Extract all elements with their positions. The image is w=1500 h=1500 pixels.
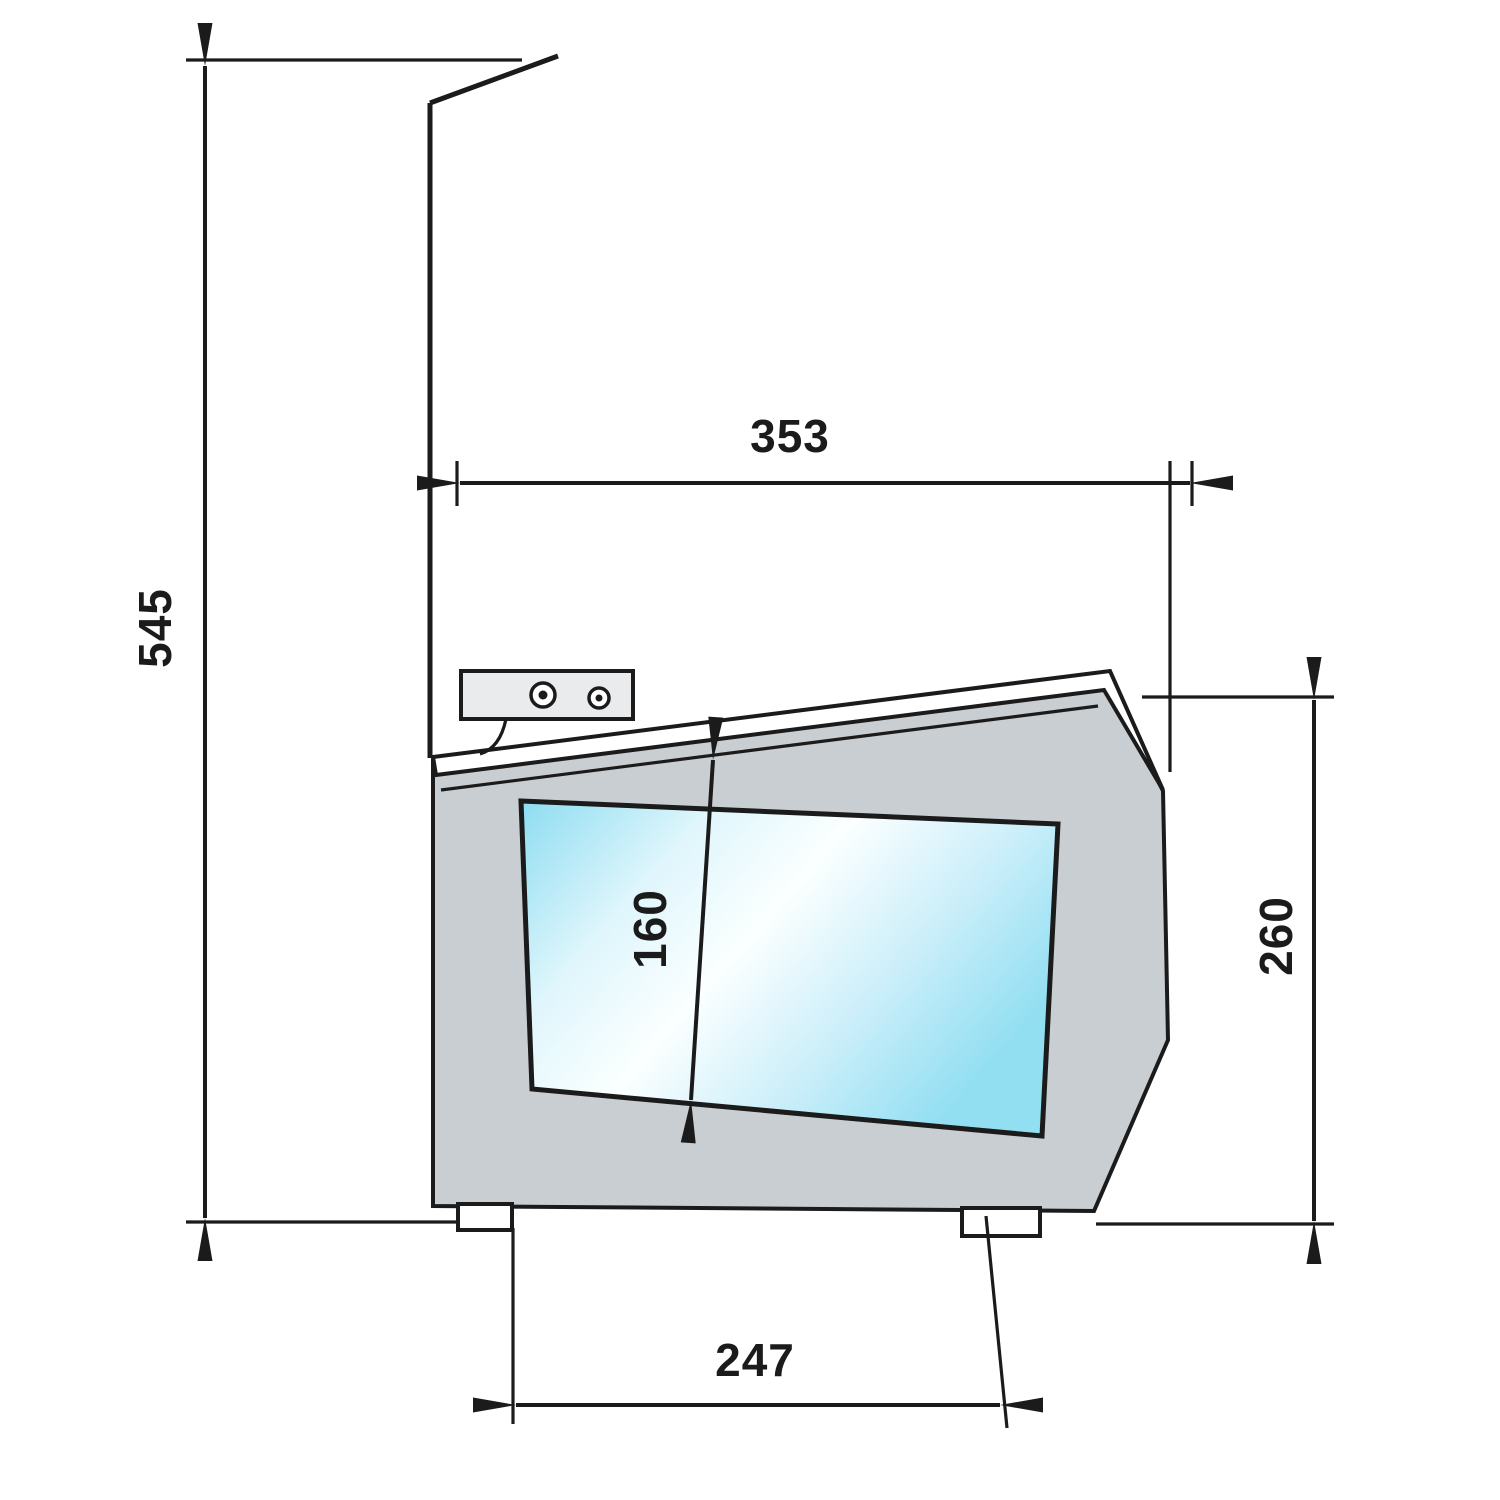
display-case bbox=[427, 53, 1171, 1238]
dimension-label-top-width: 353 bbox=[750, 410, 830, 462]
dimension-line-inner-height bbox=[680, 716, 724, 1144]
dimension-base-width: 247 bbox=[473, 1215, 1043, 1429]
lid-frame-line bbox=[440, 704, 1099, 792]
glass-tip-line bbox=[429, 53, 559, 106]
control-panel bbox=[459, 669, 635, 756]
dimension-label-front-height: 260 bbox=[1250, 896, 1302, 976]
display-window bbox=[518, 798, 1061, 1139]
dimension-inner-height: 160 bbox=[624, 716, 724, 1144]
control-knob-dot-icon bbox=[595, 694, 603, 702]
control-knob-dot-icon bbox=[538, 690, 548, 700]
dimension-front-height: 260 bbox=[1096, 657, 1334, 1264]
dimension-total-height: 545 bbox=[129, 23, 522, 1261]
extension-line-right bbox=[984, 1215, 1009, 1429]
control-panel-pointer-line bbox=[479, 718, 508, 756]
dimension-label-total-height: 545 bbox=[129, 588, 181, 668]
dimension-label-base-width: 247 bbox=[715, 1334, 795, 1386]
dimension-label-inner-height: 160 bbox=[624, 889, 676, 969]
glass-lid bbox=[430, 668, 1165, 792]
left-foot bbox=[456, 1202, 514, 1232]
dimension-top-width: 353 bbox=[417, 410, 1233, 772]
right-foot bbox=[960, 1206, 1042, 1238]
